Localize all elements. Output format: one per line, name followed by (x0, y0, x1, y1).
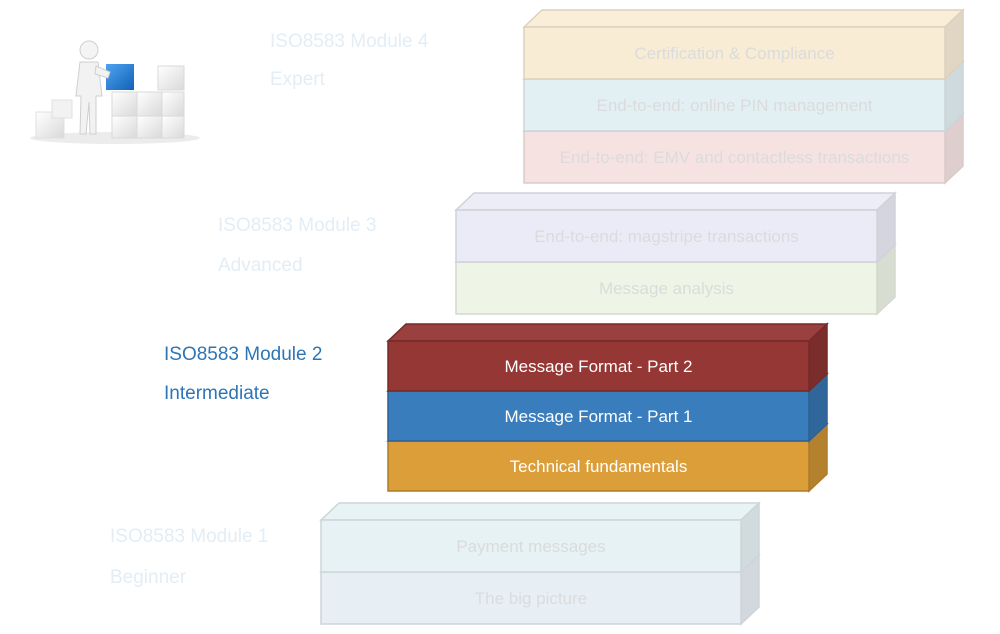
layer-front-face (320, 571, 742, 625)
layer-front-face (523, 26, 946, 80)
layer-block: Message Format - Part 2 (386, 322, 829, 393)
module-4-title: ISO8583 Module 4 (270, 31, 429, 52)
layer-top-face (386, 323, 829, 342)
layer-label: Message Format - Part 2 (504, 357, 692, 376)
layer-front-face (523, 130, 946, 184)
module-4-stack: End-to-end: EMV and contactless transact… (522, 8, 965, 185)
module-1-level: Beginner (110, 567, 187, 588)
module-1-title: ISO8583 Module 1 (110, 526, 268, 547)
layer-top-face (319, 502, 761, 521)
layer-label: End-to-end: magstripe transactions (534, 227, 799, 246)
module-2-level: Intermediate (164, 383, 270, 404)
layer-label: Message analysis (599, 279, 734, 298)
module-4-level: Expert (270, 69, 326, 90)
layer-front-face (387, 440, 810, 492)
module-3-title: ISO8583 Module 3 (218, 215, 376, 236)
layer-front-face (320, 519, 742, 573)
layer-block: End-to-end: magstripe transactions (454, 191, 897, 264)
layer-label: Message Format - Part 1 (504, 407, 692, 426)
layer-block: Payment messages (319, 501, 761, 574)
module-3-level: Advanced (218, 255, 303, 276)
layer-top-face (522, 9, 965, 28)
module-2-title: ISO8583 Module 2 (164, 344, 322, 365)
person-stacking-cubes-icon (30, 40, 200, 144)
layer-label: Payment messages (456, 537, 605, 556)
module-2-stack: Technical fundamentals Message Format - P… (386, 322, 829, 493)
layer-front-face (455, 209, 878, 263)
module-1-stack: The big picture Payment messages (319, 501, 761, 626)
layer-label: The big picture (475, 589, 587, 608)
layer-front-face (523, 78, 946, 132)
layer-front-face (387, 340, 810, 392)
module-3-stack: Message analysis End-to-end: magstripe tr… (454, 191, 897, 316)
layer-label: Technical fundamentals (510, 457, 688, 476)
layer-label: End-to-end: online PIN management (597, 96, 873, 115)
layer-label: Certification & Compliance (634, 44, 834, 63)
layer-top-face (454, 192, 897, 211)
layer-block: Certification & Compliance (522, 8, 965, 81)
layer-label: End-to-end: EMV and contactless transact… (560, 148, 910, 167)
